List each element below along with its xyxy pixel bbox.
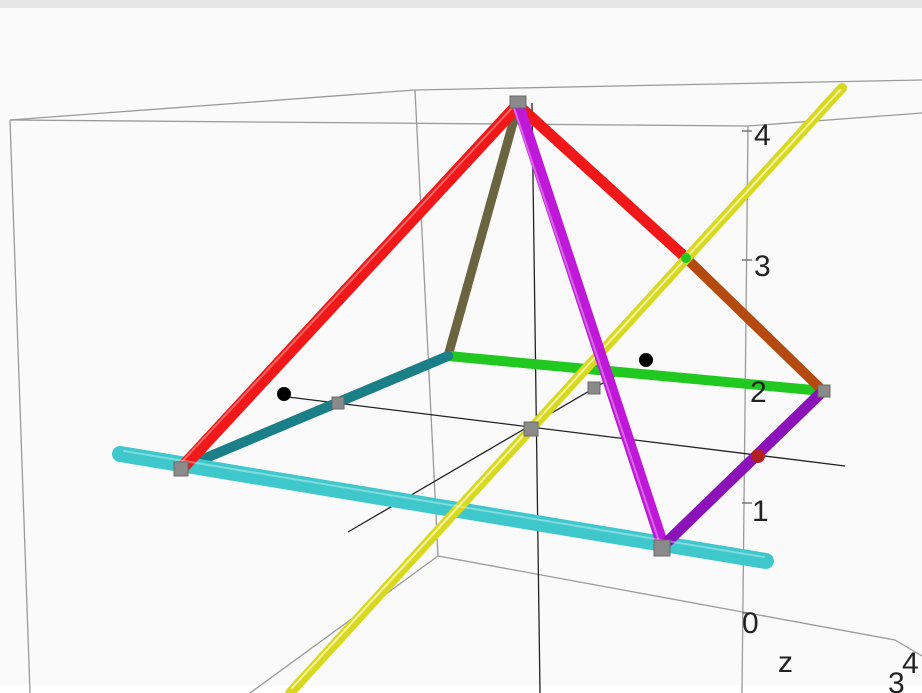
- edge-apex-to-front-right: [512, 99, 669, 552]
- edge-dot-purple: [751, 449, 765, 463]
- back-right-vertex: [817, 384, 831, 398]
- front-right-vertex: [653, 539, 671, 557]
- tube-highlights: [123, 107, 765, 558]
- point-right: [639, 353, 653, 367]
- vertex-markers: [173, 95, 831, 557]
- edge-apex-to-right-lower: [681, 253, 828, 396]
- z-tick-4: 4: [754, 119, 771, 152]
- z-tick-2: 2: [750, 376, 767, 409]
- z-tick-0: 0: [742, 607, 759, 640]
- edge-apex-to-right-upper: [512, 99, 692, 264]
- edge-dot-red-right: [681, 253, 691, 263]
- pyramid-3d-scene[interactable]: 4 3 2 1 0 z 4 3: [0, 8, 922, 693]
- z-tick-1: 1: [752, 495, 769, 528]
- center-point: [523, 421, 539, 437]
- edge-base-back: [443, 351, 828, 396]
- pyramid-back-edges: [177, 99, 828, 473]
- base-back-midpoint: [587, 381, 601, 395]
- base-left-midpoint: [331, 396, 345, 410]
- corner-tick-3: 3: [888, 667, 905, 693]
- edge-apex-to-back-left: [443, 100, 523, 361]
- point-markers: [277, 353, 653, 401]
- z-tick-3: 3: [754, 250, 771, 283]
- edge-base-left: [177, 351, 453, 473]
- edge-base-right: [657, 385, 829, 552]
- edge-apex-to-front-left: [175, 98, 525, 475]
- apex-vertex: [509, 95, 527, 109]
- z-axis-label: z: [778, 646, 793, 679]
- bounding-box: [9, 79, 922, 693]
- point-left: [277, 387, 291, 401]
- front-left-vertex: [173, 461, 189, 477]
- corner-tick-4: 4: [902, 647, 919, 680]
- yellow-line-highlight: [291, 89, 841, 689]
- pyramid-front-edges: [175, 98, 829, 552]
